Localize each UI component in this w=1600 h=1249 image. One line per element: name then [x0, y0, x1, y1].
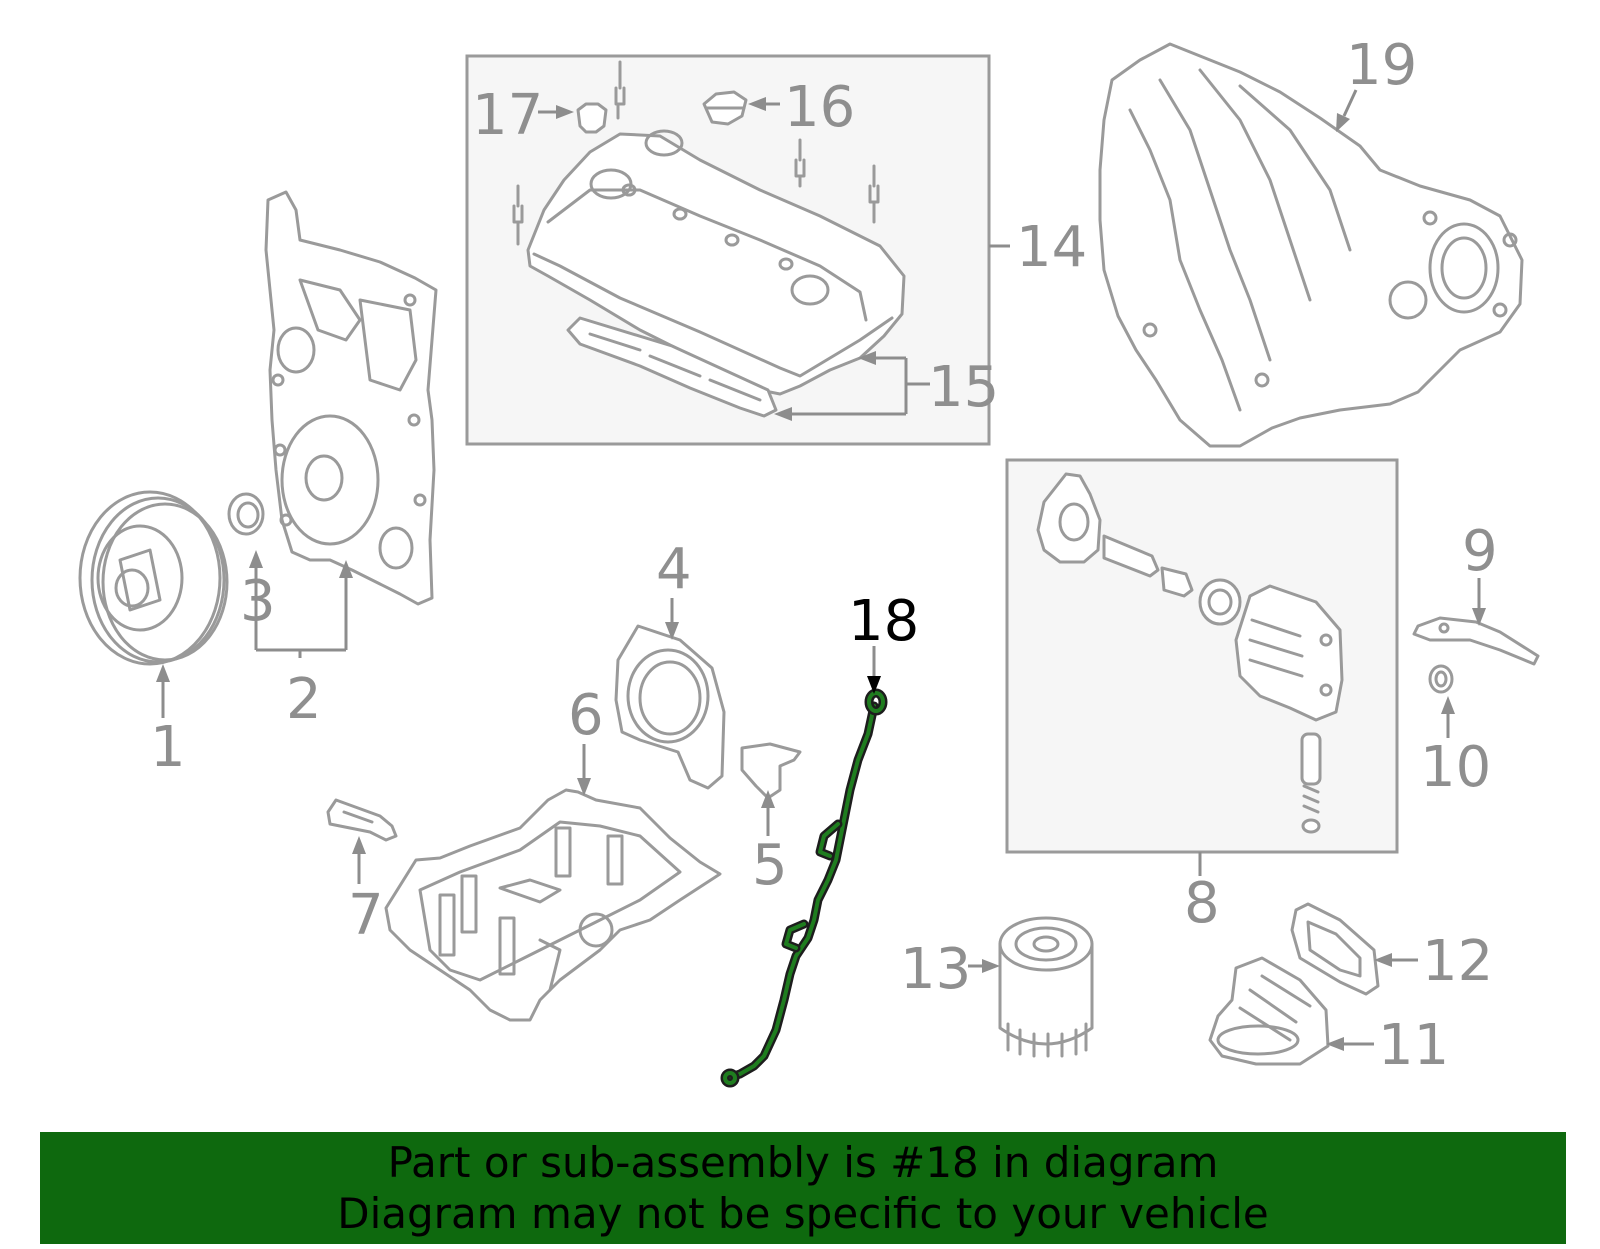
part-6-oil-pan [384, 788, 722, 1022]
callout-13: 13 [900, 937, 971, 1002]
leader-lines [156, 89, 1486, 1051]
part-5-baffle [740, 742, 802, 800]
part-14-valve-cover [526, 129, 906, 396]
callout-10: 10 [1420, 735, 1491, 800]
part-3-front-seal [227, 492, 265, 536]
part-9-bracket [1412, 616, 1540, 666]
part-16-filler-cap [702, 90, 748, 126]
part-11-filter-adapter [1208, 956, 1330, 1066]
part-7-strainer [326, 798, 398, 842]
callout-8: 8 [1184, 871, 1220, 936]
callout-12: 12 [1422, 929, 1493, 994]
part-18-oil-dipstick [720, 688, 888, 1088]
notice-banner: Part or sub-assembly is #18 in diagram D… [40, 1132, 1566, 1244]
callout-9: 9 [1462, 519, 1498, 584]
part-13-oil-filter [998, 916, 1094, 1058]
callout-1: 1 [150, 715, 186, 780]
callout-6: 6 [568, 683, 604, 748]
callout-18: 18 [848, 589, 919, 654]
callout-4: 4 [656, 537, 692, 602]
part-8-oil-pump [1036, 472, 1344, 834]
banner-part-notice: Part or sub-assembly is #18 in diagram [387, 1138, 1219, 1187]
part-12-gasket [1290, 902, 1380, 996]
part-2-timing-cover [264, 190, 438, 606]
part-1-crank-pulley [78, 490, 229, 666]
banner-disclaimer: Diagram may not be specific to your vehi… [337, 1189, 1269, 1238]
part-4-rear-seal-housing [614, 624, 726, 790]
part-15-gasket [566, 316, 778, 418]
callout-14: 14 [1016, 215, 1087, 280]
part-10-washer [1428, 664, 1454, 694]
callout-7: 7 [348, 883, 384, 948]
callout-15: 15 [928, 355, 999, 420]
callout-11: 11 [1378, 1013, 1449, 1078]
part-17-grommet [576, 102, 608, 134]
valve-cover-bolts [512, 60, 880, 246]
part-19-intake-manifold [1098, 42, 1524, 448]
callout-3: 3 [240, 569, 276, 634]
callout-19: 19 [1346, 33, 1417, 98]
callout-16: 16 [784, 75, 855, 140]
callout-2: 2 [286, 667, 322, 732]
callout-5: 5 [752, 833, 788, 898]
callout-17: 17 [472, 83, 543, 148]
